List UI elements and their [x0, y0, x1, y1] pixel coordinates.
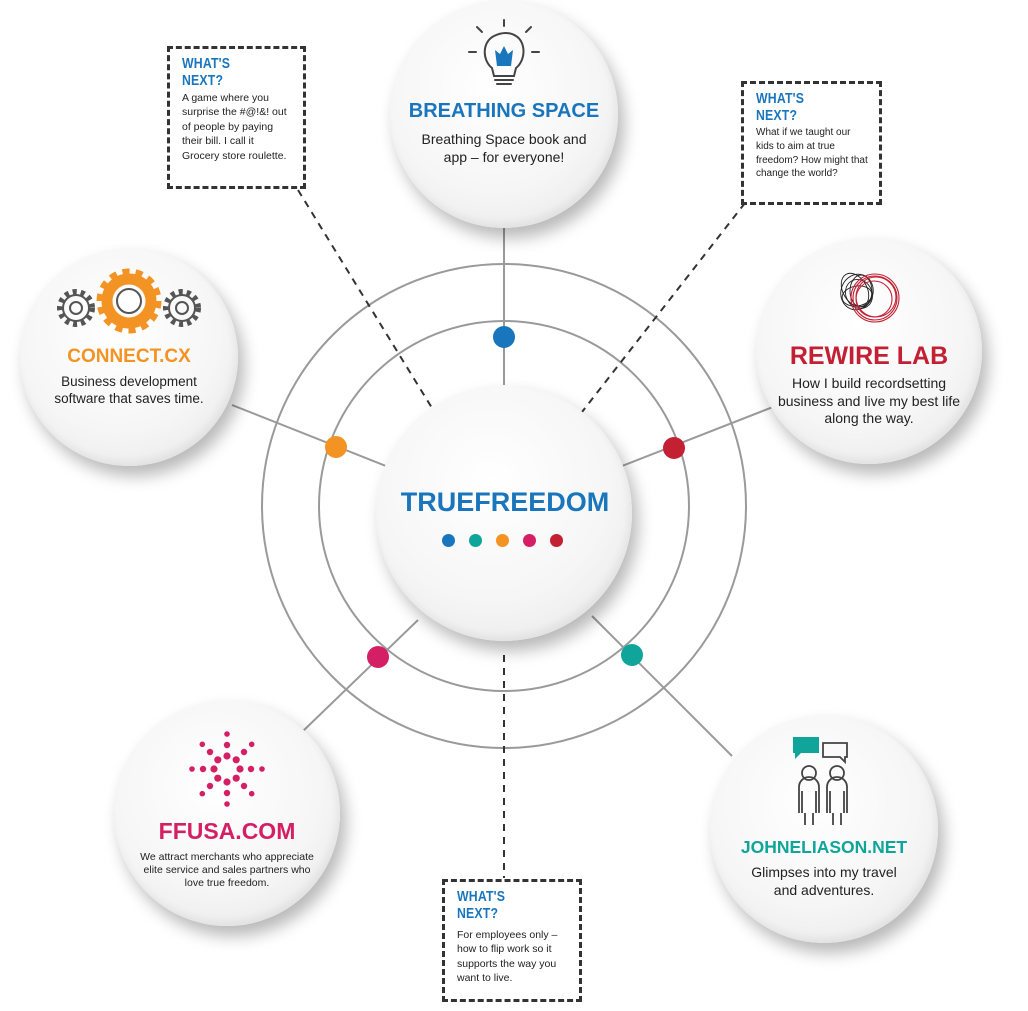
center-bubble [376, 385, 632, 641]
burst-dot [206, 748, 214, 756]
breathing-space-desc: Breathing Space book and app – for every… [421, 131, 587, 165]
connector-dot-john [621, 644, 643, 666]
burst-dot [223, 778, 231, 786]
burst-dot [248, 790, 255, 797]
burst-dot [259, 766, 265, 772]
center-dot [523, 534, 536, 547]
connector-dot-connect [325, 436, 347, 458]
burst-dot [189, 766, 195, 772]
burst-dot [240, 782, 248, 790]
note-text: What if we taught our kids to aim at tru… [756, 127, 868, 180]
spoke-john [591, 615, 733, 757]
whats-next-note-left: WHAT'S NEXT? A game where you surprise t… [167, 46, 306, 189]
dot-burst-icon [189, 731, 265, 807]
burst-dot [199, 765, 207, 773]
whats-next-note-right: WHAT'S NEXT? What if we taught our kids … [741, 81, 882, 205]
connector-dot-rewire [663, 437, 685, 459]
center-dot [496, 534, 509, 547]
burst-dot [214, 774, 222, 782]
breathing-space-title: BREATHING SPACE [408, 100, 600, 122]
rewire-lab-title: REWIRE LAB [789, 342, 949, 370]
center-dot [550, 534, 563, 547]
scribble-circle-icon [840, 272, 900, 323]
note-text: A game where you surprise the #@!&! out … [182, 92, 287, 162]
center-dot [469, 534, 482, 547]
center-dot-row [442, 534, 577, 552]
connector-dot-ffusa [367, 646, 389, 668]
burst-dot [232, 756, 240, 764]
burst-dot [240, 748, 248, 756]
note-heading: WHAT'S NEXT? [756, 90, 805, 124]
spoke-rewire [621, 404, 779, 467]
note-heading: WHAT'S NEXT? [182, 55, 231, 89]
burst-dot [223, 752, 231, 760]
johneliason-title: JOHNELIASON.NET [740, 837, 908, 857]
burst-dot [223, 741, 231, 749]
ffusa-desc: We attract merchants who appreciate elit… [140, 851, 314, 890]
lightbulb-icon [468, 19, 540, 85]
spoke-ffusa [301, 619, 419, 733]
whats-next-note-bottom: WHAT'S NEXT? For employees only – how to… [442, 879, 582, 1002]
dashed-link-left-note [297, 189, 433, 409]
burst-dot [248, 741, 255, 748]
dashed-link-right-note [581, 202, 746, 413]
note-text: For employees only – how to flip work so… [457, 929, 558, 985]
burst-dot [224, 801, 230, 807]
burst-dot [223, 789, 231, 797]
connect-cx-desc: Business development software that saves… [54, 374, 204, 406]
center-dot [442, 534, 455, 547]
burst-dot [206, 782, 214, 790]
burst-dot [214, 756, 222, 764]
connector-dot-breathing [493, 326, 515, 348]
people-chat-icon [793, 737, 848, 825]
burst-dot [232, 774, 240, 782]
node-rewire-lab[interactable]: REWIRE LAB How I build recordsetting bus… [756, 238, 982, 464]
node-breathing-space[interactable]: BREATHING SPACE Breathing Space book and… [390, 0, 618, 228]
gears-icon [57, 268, 201, 334]
rewire-lab-desc: How I build recordsetting business and l… [777, 375, 961, 426]
node-johneliason[interactable]: JOHNELIASON.NET Glimpses into my travel … [710, 715, 938, 943]
center-title: TRUEFREEDOM [400, 487, 610, 517]
connect-cx-title: CONNECT.CX [67, 346, 191, 367]
burst-dot [210, 765, 218, 773]
burst-dot [199, 741, 206, 748]
node-ffusa[interactable]: FFUSA.COM We attract merchants who appre… [114, 700, 340, 926]
johneliason-desc: Glimpses into my travel and adventures. [751, 864, 897, 898]
note-heading: WHAT'S NEXT? [457, 888, 506, 922]
spoke-connect [231, 404, 387, 467]
node-connect-cx[interactable]: CONNECT.CX Business development software… [20, 248, 238, 466]
burst-dot [224, 731, 230, 737]
burst-dot [199, 790, 206, 797]
burst-dot [236, 765, 244, 773]
ffusa-title: FFUSA.COM [158, 818, 296, 844]
burst-dot [247, 765, 255, 773]
